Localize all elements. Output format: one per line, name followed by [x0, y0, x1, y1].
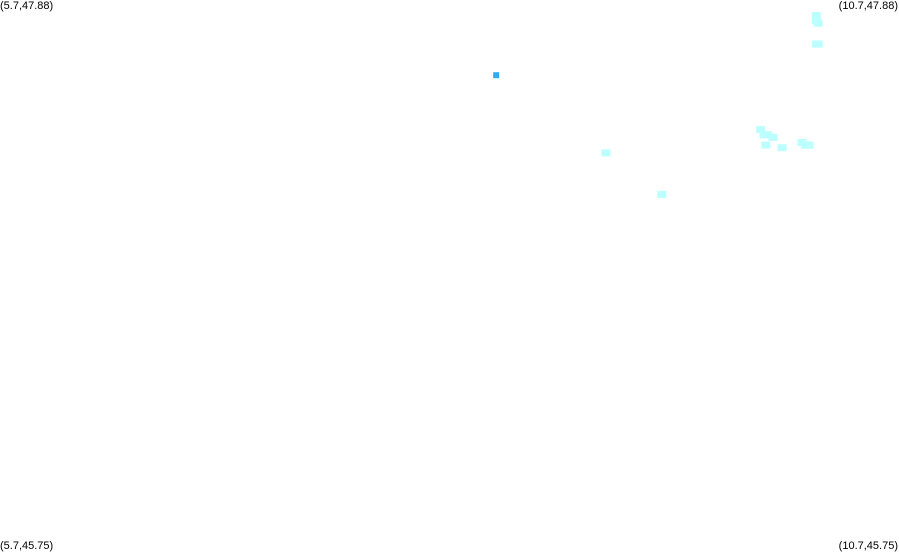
corner-label-bottom-right: (10.7,45.75) — [838, 540, 898, 552]
point-marker-2 — [657, 190, 667, 198]
point-marker-1 — [601, 149, 611, 157]
corner-label-top-right: (10.7,47.88) — [838, 0, 898, 12]
point-marker-7 — [761, 141, 771, 149]
highlighted-point-marker — [493, 72, 500, 79]
point-marker-11 — [804, 141, 814, 149]
point-marker-8 — [777, 144, 787, 152]
corner-label-top-left: (5.7,47.88) — [0, 0, 54, 12]
point-marker-12 — [811, 12, 821, 19]
corner-label-bottom-left: (5.7,45.75) — [0, 540, 54, 552]
point-marker-3 — [756, 126, 766, 134]
point-marker-14 — [813, 19, 823, 27]
point-marker-16 — [811, 40, 821, 48]
point-marker-6 — [768, 133, 778, 141]
point-marker-5 — [763, 131, 773, 139]
